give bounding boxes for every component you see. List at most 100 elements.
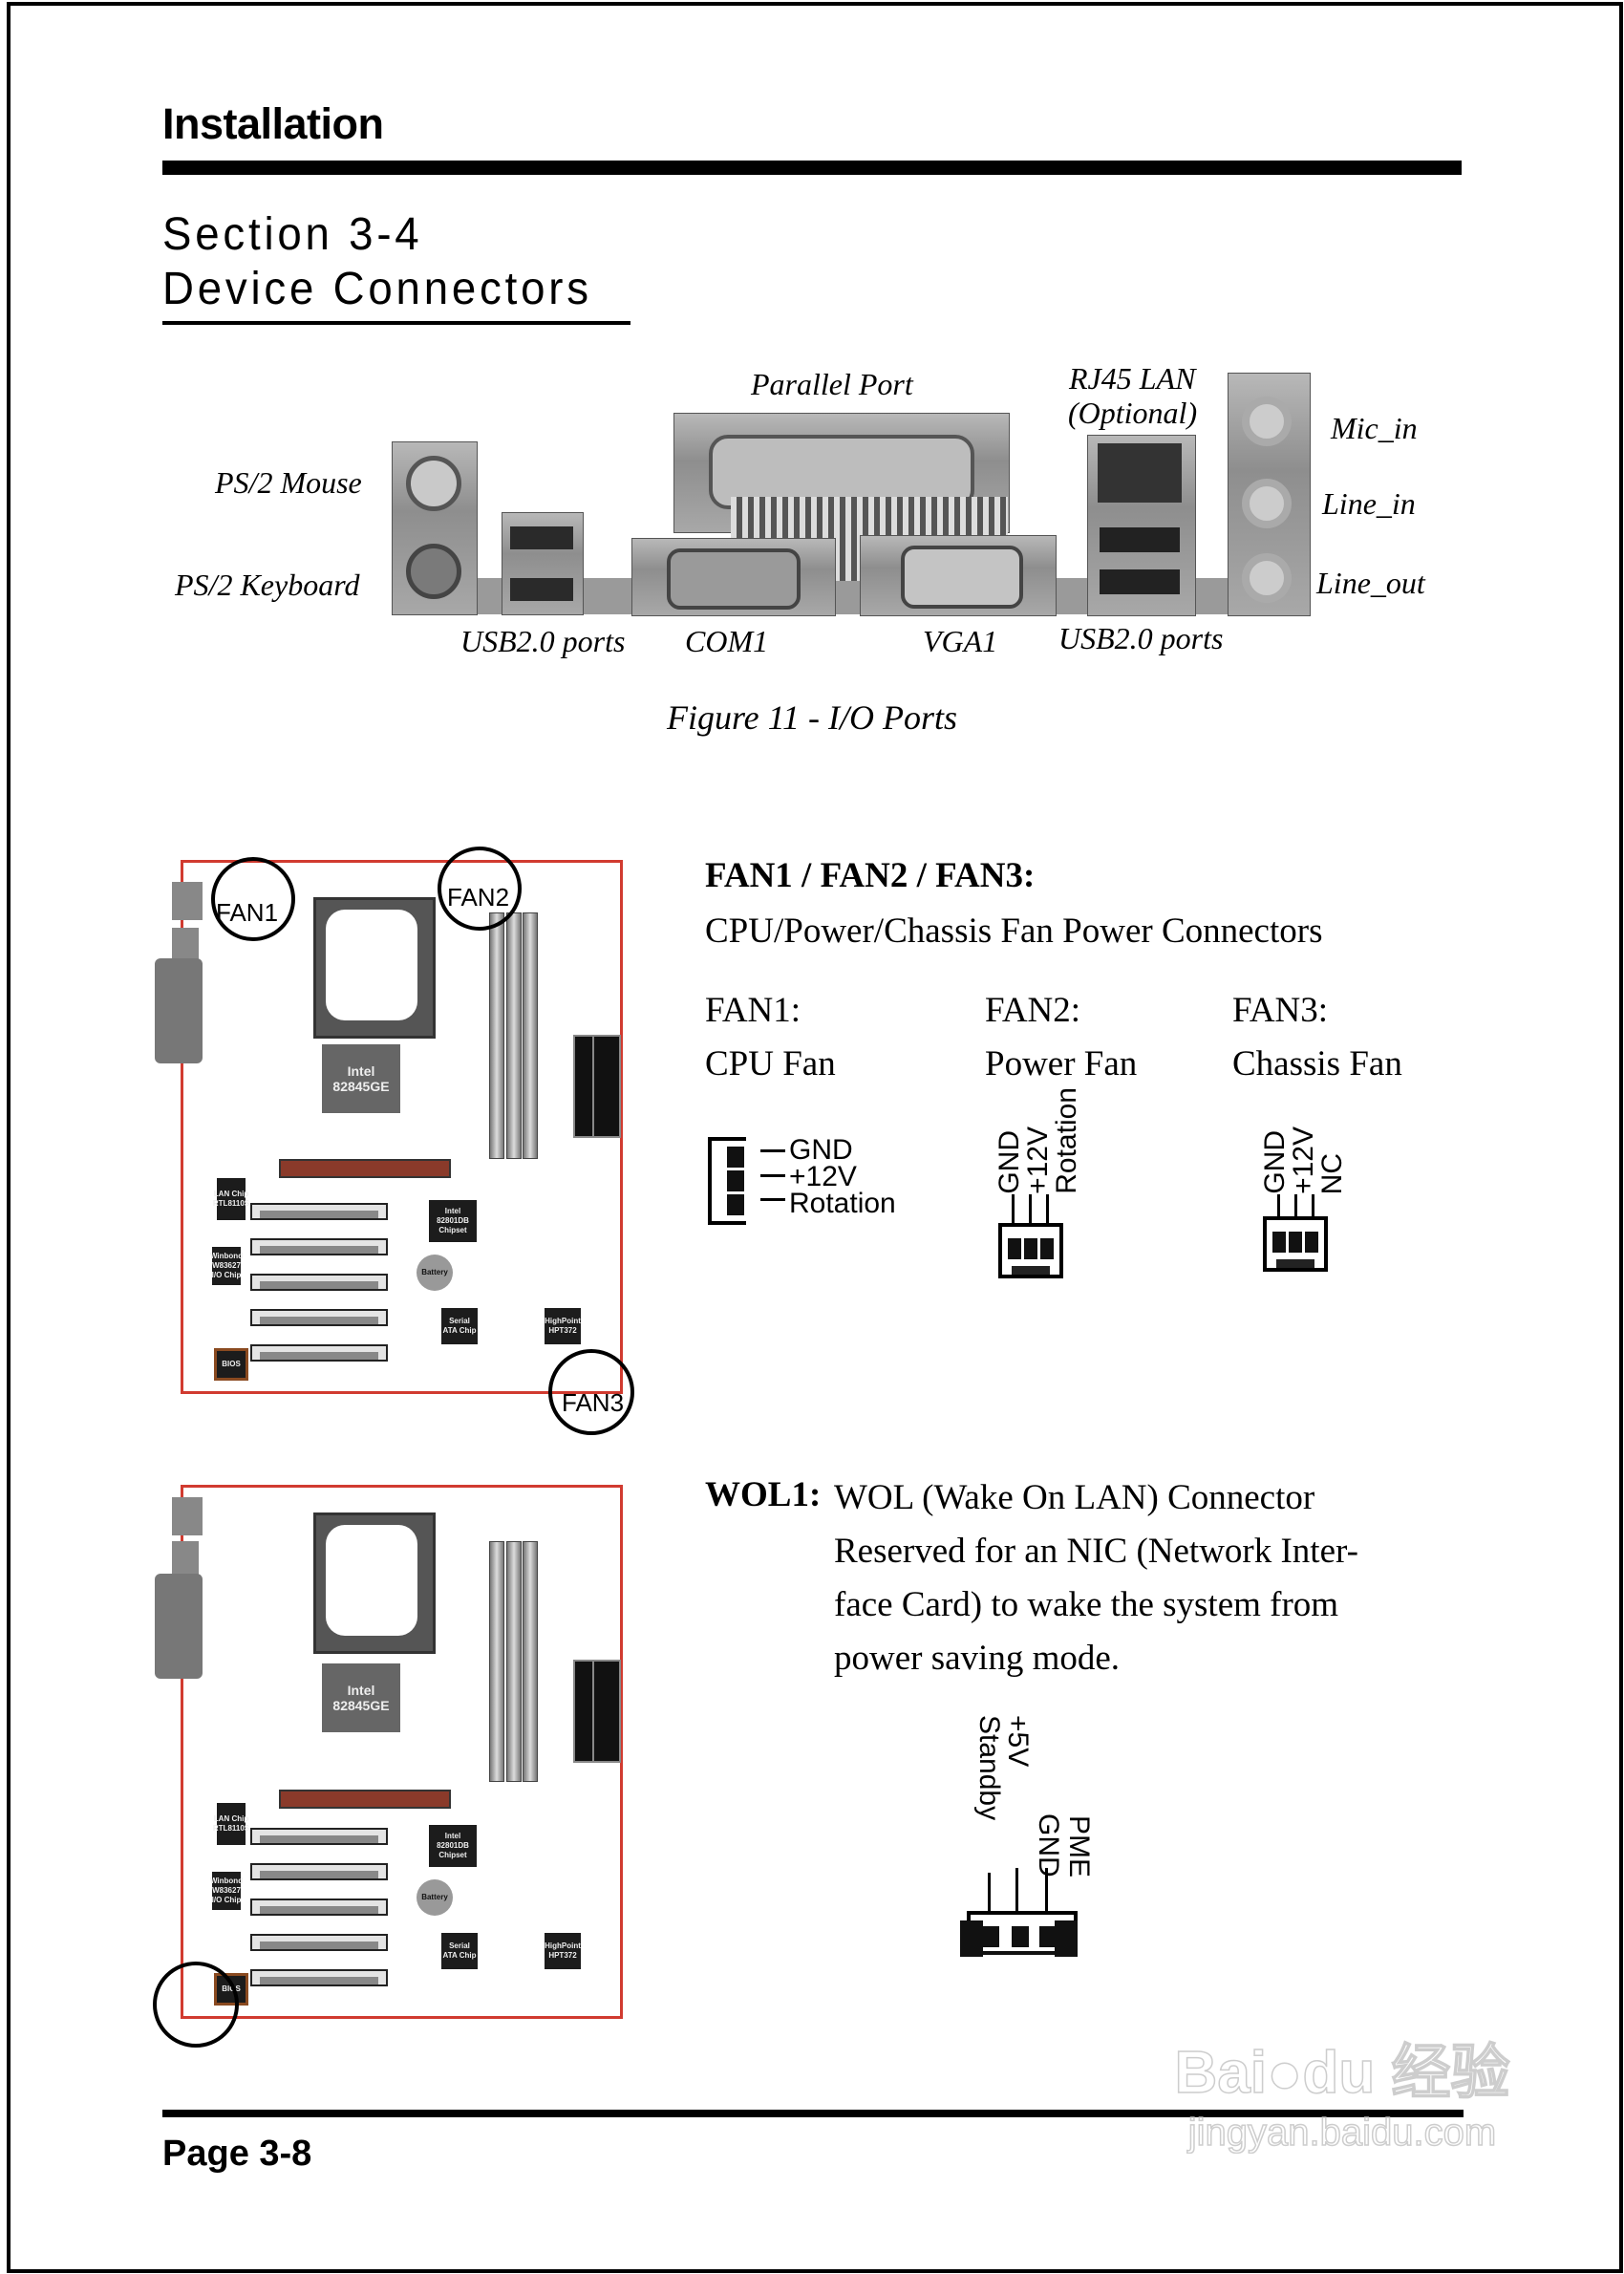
wol-description: WOL (Wake On LAN) Connector Reserved for… — [834, 1471, 1358, 1685]
fan2-pin-rotation: Rotation — [1051, 1087, 1082, 1194]
label-line-out: Line_out — [1316, 566, 1425, 600]
board-parallel-connector — [155, 958, 203, 1063]
io-ports-figure: PS/2 Mouse PS/2 Keyboard USB2.0 ports CO… — [0, 0, 1624, 669]
lan-chip: LAN Chip RTL8110S — [213, 1178, 249, 1220]
ps2-ports — [392, 441, 478, 615]
dimm-slot — [506, 1541, 522, 1782]
pci-slot — [250, 1969, 388, 1986]
fan2-pin-gnd: GND — [994, 1130, 1025, 1194]
sata-chip: Serial ATA Chip — [441, 1308, 478, 1344]
ps2-mouse-port — [406, 456, 461, 511]
dimm-slot — [489, 912, 504, 1159]
fan3-pin-12v: +12V — [1288, 1126, 1319, 1194]
rj45-lan-port — [1098, 443, 1182, 503]
usb-port-right-top — [1100, 527, 1180, 552]
pci-slot — [250, 1274, 388, 1291]
agp-slot — [279, 1159, 451, 1178]
pci-slot — [250, 1309, 388, 1326]
io-chip: Winbond W83627 I/O Chip — [210, 1247, 243, 1285]
label-rj45-optional: (Optional) — [1068, 396, 1198, 430]
lan-chip: LAN Chip RTL8110S — [213, 1803, 249, 1845]
fan-subheading: CPU/Power/Chassis Fan Power Connectors — [705, 912, 1323, 951]
fan2-connector — [998, 1223, 1063, 1278]
board-parallel-connector — [155, 1574, 203, 1679]
raid-chip: HighPoint HPT372 — [545, 1308, 581, 1344]
wol1-callout-circle — [153, 1962, 239, 2048]
fan2-pin-labels: GND +12V Rotation — [994, 1080, 1082, 1194]
southbridge-chip: Intel 82801DB Chipset — [429, 1200, 477, 1242]
page-number: Page 3-8 — [162, 2134, 312, 2174]
label-usb-right: USB2.0 ports — [1058, 621, 1224, 655]
fan1-desc: CPU Fan — [705, 1044, 836, 1083]
audio-jacks — [1228, 373, 1311, 616]
dimm-slot — [523, 912, 538, 1159]
northbridge-chip: Intel 82845GE — [322, 1044, 400, 1113]
com1-port — [631, 538, 836, 616]
wol-label: WOL1: — [705, 1475, 822, 1514]
sata-chip: Serial ATA Chip — [441, 1933, 478, 1969]
pci-slot — [250, 1863, 388, 1880]
ide-connector — [592, 1660, 621, 1763]
motherboard-diagram-wol: Intel 82845GE Intel 82801DB Chipset Batt… — [155, 1485, 623, 2019]
wol-line-4: power saving mode. — [834, 1639, 1121, 1678]
watermark-url: jingyan.baidu.com — [1187, 2111, 1497, 2155]
label-rj45-lan: RJ45 LAN — [1069, 361, 1196, 396]
fan1-connector — [708, 1137, 746, 1225]
fan1-info: FAN1: CPU Fan — [705, 984, 836, 1091]
fan1-name: FAN1: — [705, 991, 801, 1030]
motherboard-diagram-fan: Intel 82845GE Intel 82801DB Chipset Batt… — [155, 860, 623, 1394]
fan2-callout-label: FAN2 — [447, 883, 510, 912]
wol-line-1: WOL (Wake On LAN) Connector — [834, 1478, 1315, 1517]
pci-slot — [250, 1899, 388, 1916]
fan1-callout-circle — [211, 857, 295, 941]
fan2-name: FAN2: — [985, 991, 1081, 1030]
wol-pin-gnd: GND — [1033, 1813, 1064, 1877]
label-line-in: Line_in — [1322, 486, 1416, 521]
battery: Battery — [417, 1255, 453, 1291]
usb-ports-left — [502, 512, 584, 615]
label-parallel-port: Parallel Port — [751, 367, 913, 401]
fan-heading: FAN1 / FAN2 / FAN3: — [705, 856, 1036, 895]
fan2-info: FAN2: Power Fan — [985, 984, 1137, 1091]
fan1-pin-rotation: Rotation — [789, 1188, 896, 1219]
cpu-socket — [313, 1512, 436, 1654]
header-rule — [162, 161, 1462, 175]
label-mic-in: Mic_in — [1331, 411, 1418, 445]
label-ps2-keyboard: PS/2 Keyboard — [175, 568, 360, 602]
figure-caption: Figure 11 - I/O Ports — [667, 698, 957, 737]
fan3-desc: Chassis Fan — [1232, 1044, 1402, 1083]
section-title: Device Connectors — [162, 264, 592, 314]
line-in-jack — [1242, 479, 1292, 528]
fan3-callout-circle — [548, 1349, 634, 1435]
label-ps2-mouse: PS/2 Mouse — [215, 465, 362, 500]
fan3-pin-labels: GND +12V NC — [1259, 1118, 1348, 1194]
label-vga1: VGA1 — [923, 624, 998, 658]
label-usb-left: USB2.0 ports — [460, 624, 626, 658]
pci-slot — [250, 1344, 388, 1362]
dimm-slot — [523, 1541, 538, 1782]
fan3-pin-gnd: GND — [1259, 1130, 1291, 1194]
section-underline — [162, 321, 630, 325]
fan3-pin-nc: NC — [1316, 1152, 1348, 1194]
fan1-pin-12v: +12V — [789, 1161, 857, 1192]
pci-slot — [250, 1203, 388, 1220]
fan2-pin-12v: +12V — [1022, 1126, 1054, 1194]
wol-pin-labels: +5V Standby GND PME — [973, 1715, 1095, 1877]
fan1-callout-label: FAN1 — [216, 898, 279, 927]
fan1-pin-labels: GND +12V Rotation — [789, 1134, 896, 1219]
northbridge-chip: Intel 82845GE — [322, 1663, 400, 1732]
vga1-port — [860, 535, 1057, 616]
line-out-jack — [1242, 553, 1292, 603]
io-chip: Winbond W83627 I/O Chip — [210, 1872, 243, 1910]
dimm-slot — [506, 912, 522, 1159]
page-border — [7, 2, 1623, 2273]
pci-slot — [250, 1934, 388, 1951]
fan1-pin-gnd: GND — [789, 1134, 853, 1166]
fan2-callout-circle — [438, 847, 522, 931]
fan3-name: FAN3: — [1232, 991, 1329, 1030]
wol-line-3: face Card) to wake the system from — [834, 1585, 1339, 1624]
ide-connector — [592, 1035, 621, 1138]
wol-pin-pme: PME — [1063, 1814, 1095, 1877]
southbridge-chip: Intel 82801DB Chipset — [429, 1825, 477, 1867]
pci-slot — [250, 1828, 388, 1845]
